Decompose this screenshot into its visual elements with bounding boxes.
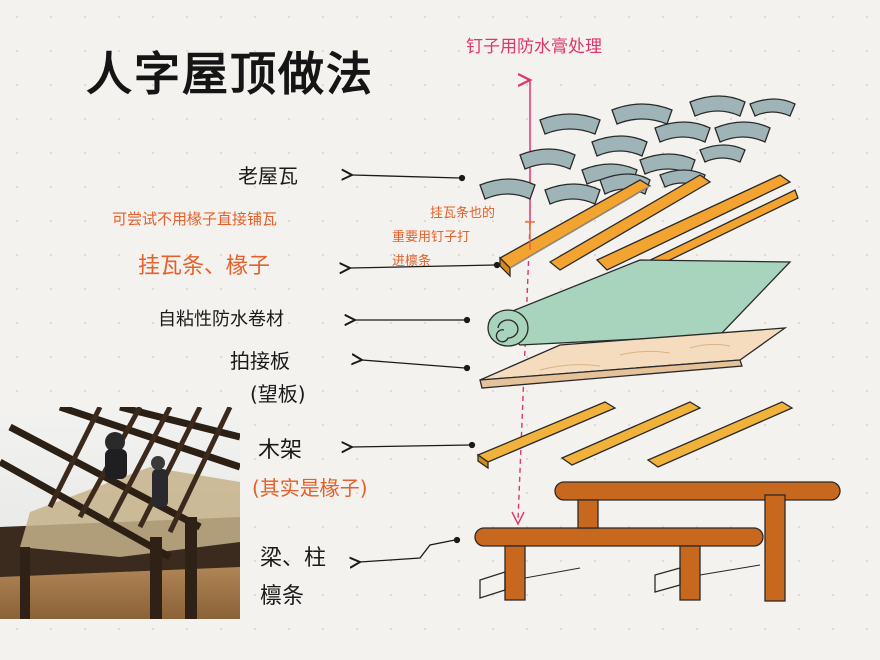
waterproof-nail-note: 钉子用防水膏处理 (466, 37, 602, 57)
label-nail-note-2: 重要用钉子打 (392, 230, 471, 245)
label-membrane: 自粘性防水卷材 (158, 309, 284, 330)
page-title: 人字屋顶做法 (86, 47, 374, 101)
label-frame-alt: (其实是椽子) (252, 476, 368, 500)
nail-marker (525, 221, 535, 250)
label-board: 拍接板 (230, 349, 290, 373)
label-batten-rafter: 挂瓦条、椽子 (138, 254, 271, 279)
battens (498, 174, 799, 278)
wooden-frame-rafters (476, 401, 794, 470)
label-old-tile: 老屋瓦 (238, 164, 298, 188)
label-board-alt: (望板) (250, 382, 306, 406)
label-nail-note-1: 挂瓦条也的 (430, 206, 496, 221)
label-frame: 木架 (258, 438, 303, 463)
vertical-guide-line (511, 80, 530, 526)
roof-construction-photo (0, 407, 240, 619)
label-tip-skip-rafters: 可尝试不用椽子直接铺瓦 (112, 210, 278, 228)
roof-board (479, 327, 788, 389)
label-purlin: 檩条 (260, 584, 305, 609)
label-arrows (350, 175, 501, 562)
waterproof-membrane (487, 259, 792, 347)
label-nail-note-3: 进檩条 (392, 254, 432, 269)
beams-and-columns (474, 481, 841, 602)
label-beam-column: 梁、柱 (260, 546, 327, 571)
